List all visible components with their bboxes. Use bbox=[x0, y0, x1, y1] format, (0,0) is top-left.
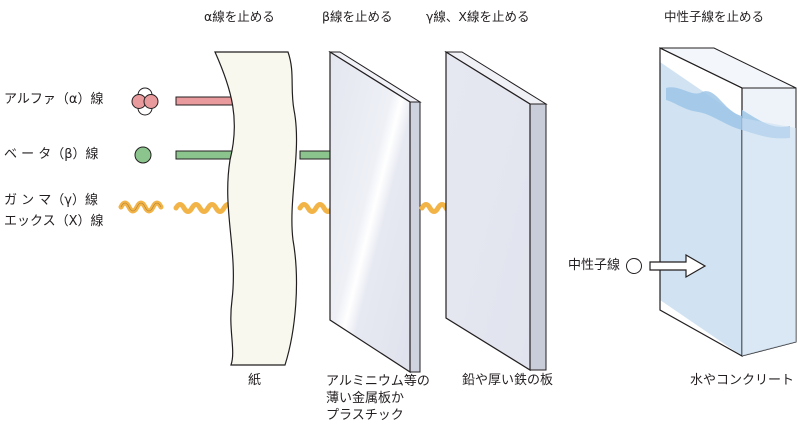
header-stops-alpha: α線を止める bbox=[204, 9, 275, 24]
gamma-wave-icon bbox=[118, 200, 164, 214]
alpha-particle-icon bbox=[131, 87, 159, 116]
label-lead: 鉛や厚い鉄の板 bbox=[462, 373, 554, 388]
aluminum-plate-icon bbox=[328, 50, 422, 374]
label-aluminum: アルミニウム等の 薄い金属板か プラスチック bbox=[326, 374, 430, 423]
label-x-ray: エックス（X）線 bbox=[4, 214, 104, 229]
label-beta-ray: ベ ー タ（β）線 bbox=[4, 147, 99, 162]
neutron-particle-icon bbox=[626, 258, 642, 274]
label-gamma-ray: ガ ン マ（γ）線 bbox=[4, 193, 98, 208]
header-stops-gamma-xray: γ線、X線を止める bbox=[426, 9, 530, 24]
label-paper: 紙 bbox=[248, 373, 262, 388]
paper-sheet-icon bbox=[214, 51, 298, 366]
label-neutron-ray: 中性子線 bbox=[568, 258, 621, 273]
water-tank-icon bbox=[659, 47, 797, 358]
neutron-arrow-icon bbox=[649, 253, 707, 279]
header-stops-neutron: 中性子線を止める bbox=[664, 9, 765, 24]
header-stops-beta: β線を止める bbox=[322, 9, 393, 24]
label-water-concrete: 水やコンクリート bbox=[690, 373, 795, 388]
beta-particle-icon bbox=[134, 146, 152, 164]
label-alpha-ray: アルファ（α）線 bbox=[4, 92, 104, 107]
lead-plate-icon bbox=[444, 50, 548, 372]
